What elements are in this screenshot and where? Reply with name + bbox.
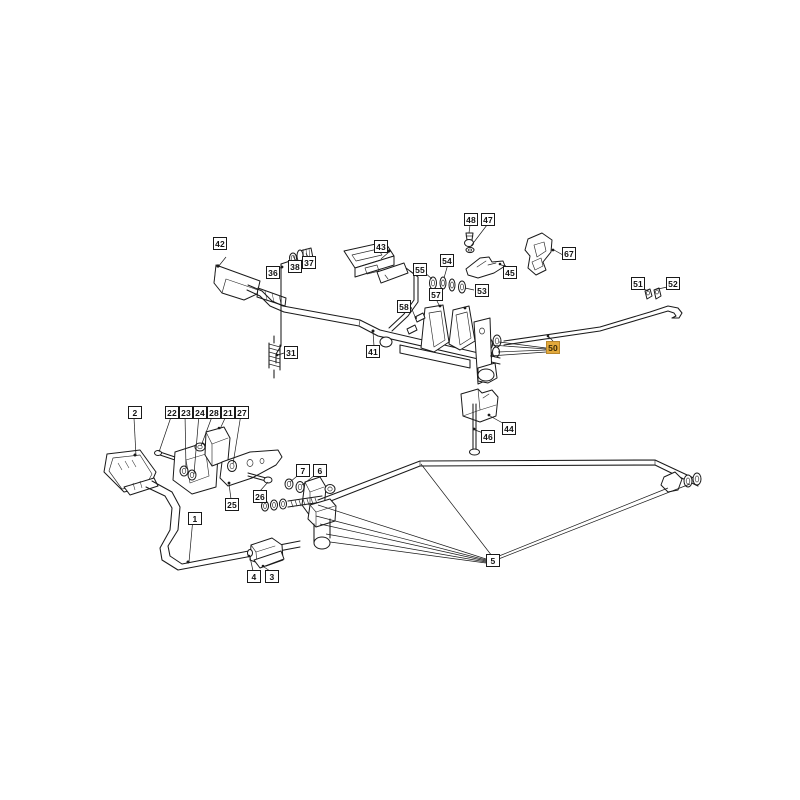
part-44-mount-block: [460, 388, 499, 423]
callout-31[interactable]: 31: [284, 346, 298, 359]
callout-58[interactable]: 58: [397, 300, 411, 313]
callout-2[interactable]: 2: [128, 406, 142, 419]
callout-7[interactable]: 7: [296, 464, 310, 477]
callout-24[interactable]: 24: [193, 406, 207, 419]
callout-44[interactable]: 44: [502, 422, 516, 435]
callout-38[interactable]: 38: [288, 260, 302, 273]
callout-22[interactable]: 22: [165, 406, 179, 419]
callout-21[interactable]: 21: [221, 406, 235, 419]
part-3-clamp-bracket: [249, 537, 285, 569]
part-54-bushing: [439, 276, 456, 292]
part-53-nut: [458, 280, 466, 294]
upper-bent-rod: [246, 284, 285, 313]
callout-48[interactable]: 48: [464, 213, 478, 226]
part-31-coil-spring: [268, 335, 281, 379]
callout-42[interactable]: 42: [213, 237, 227, 250]
callout-3[interactable]: 3: [265, 570, 279, 583]
part-4-bolt: [247, 549, 253, 558]
part-58-clips: [406, 312, 426, 335]
part-46-bolt: [469, 403, 480, 456]
part-47-washer: [465, 246, 475, 254]
lower-pedal-assembly: [103, 426, 702, 571]
support-plate: [473, 317, 498, 385]
upper-frame-crossbar: [399, 344, 471, 369]
callout-67[interactable]: 67: [562, 247, 576, 260]
part-45-lever-plate: [465, 256, 506, 279]
callout-52[interactable]: 52: [666, 277, 680, 290]
part-6-bushing: [295, 481, 305, 493]
callout-27[interactable]: 27: [235, 406, 249, 419]
callout-5[interactable]: 5: [486, 554, 500, 567]
callout-45[interactable]: 45: [503, 266, 517, 279]
callout-37[interactable]: 37: [302, 256, 316, 269]
callout-4[interactable]: 4: [247, 570, 261, 583]
callout-23[interactable]: 23: [179, 406, 193, 419]
callout-1[interactable]: 1: [188, 512, 202, 525]
part-51-clip: [644, 288, 653, 300]
callout-55[interactable]: 55: [413, 263, 427, 276]
callout-25[interactable]: 25: [225, 498, 239, 511]
part-5-rod-frame: [307, 459, 702, 550]
part-2-pedal-pad: [103, 449, 159, 496]
part-67-cast-bracket: [524, 232, 555, 276]
callout-50-highlighted[interactable]: 50: [546, 341, 560, 354]
callout-41[interactable]: 41: [366, 345, 380, 358]
part-57-bracket: [420, 304, 476, 353]
callout-51[interactable]: 51: [631, 277, 645, 290]
part-43-connector-rod: [376, 262, 419, 332]
upper-linkage-assembly: [213, 232, 683, 456]
callout-28[interactable]: 28: [207, 406, 221, 419]
part-26-bolt: [247, 472, 273, 484]
part-48-pin: [464, 232, 474, 247]
callout-57[interactable]: 57: [429, 288, 443, 301]
callout-53[interactable]: 53: [475, 284, 489, 297]
callout-47[interactable]: 47: [481, 213, 495, 226]
callout-43[interactable]: 43: [374, 240, 388, 253]
part-52-clip: [653, 287, 662, 300]
part-27-long-plate: [219, 449, 283, 487]
callout-54[interactable]: 54: [440, 254, 454, 267]
callout-26[interactable]: 26: [253, 490, 267, 503]
callout-46[interactable]: 46: [481, 430, 495, 443]
lower-spring-and-bushings: [261, 495, 323, 512]
callout-36[interactable]: 36: [266, 266, 280, 279]
callout-6[interactable]: 6: [313, 464, 327, 477]
